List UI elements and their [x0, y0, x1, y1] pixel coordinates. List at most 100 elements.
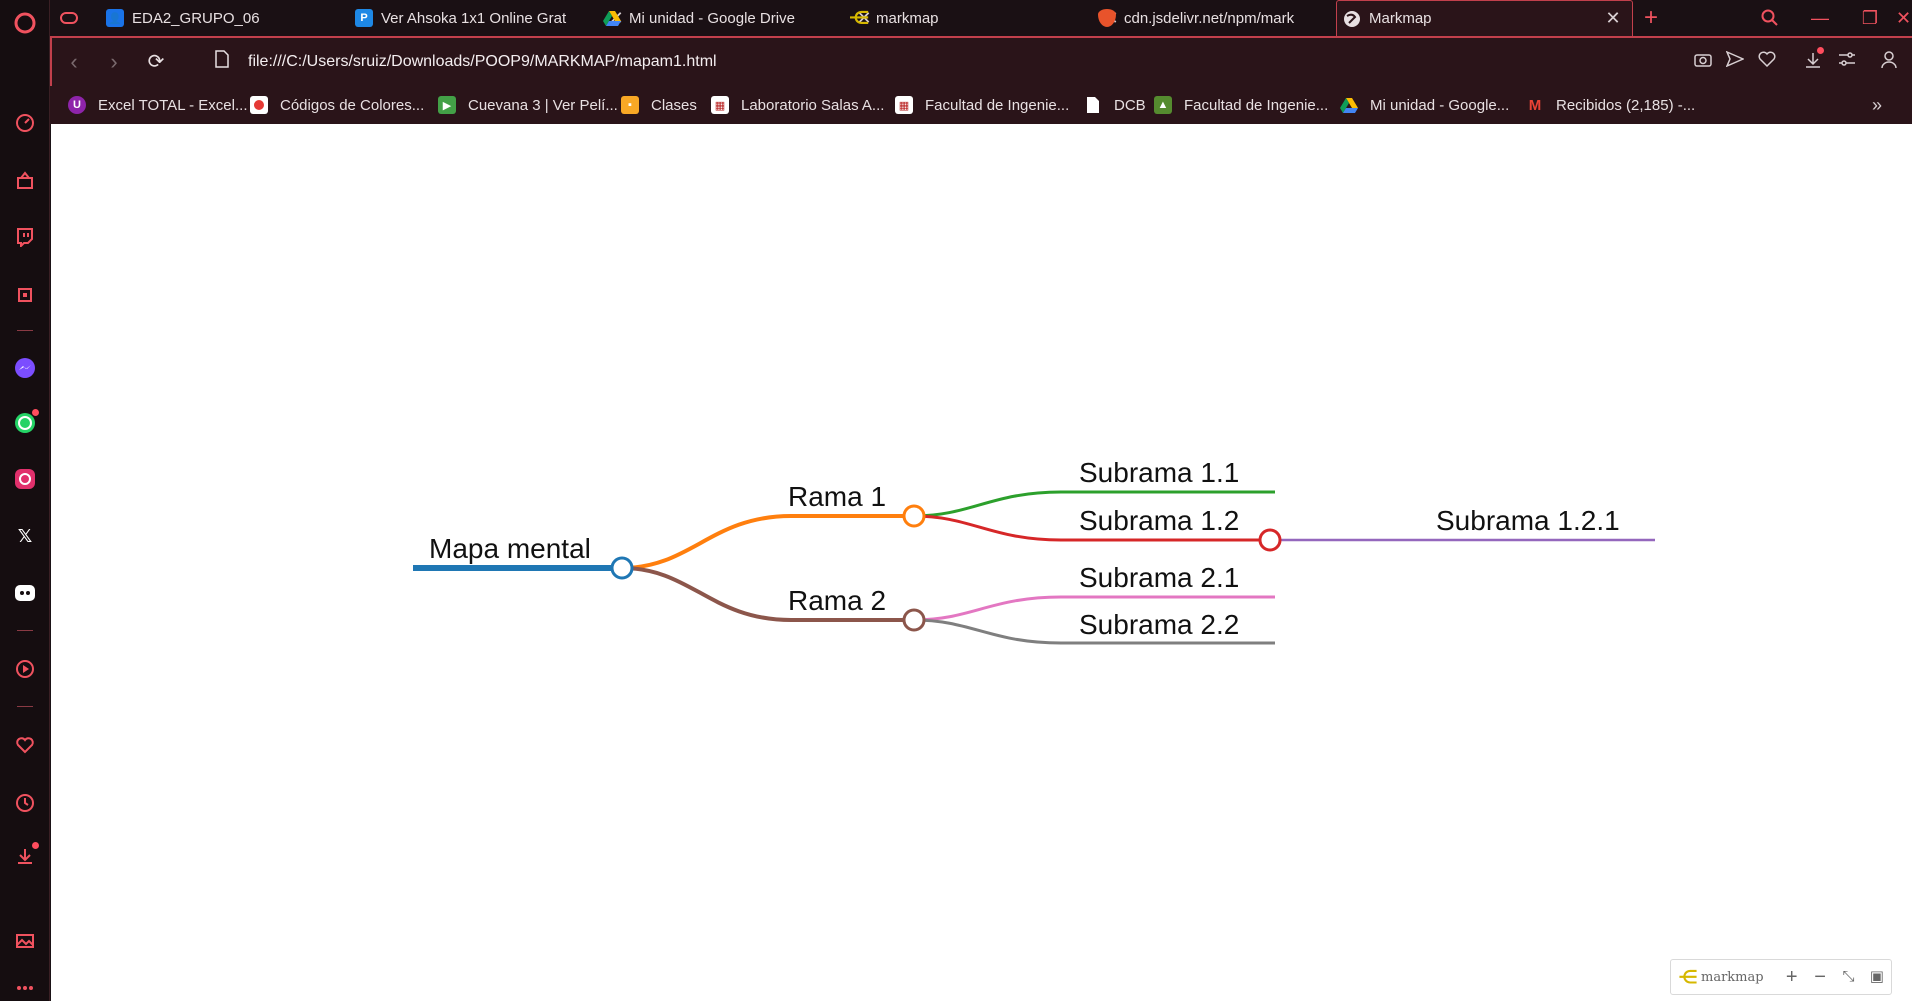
node-branch2-label[interactable]: Rama 2 — [788, 585, 886, 616]
bookmark-item[interactable]: U Excel TOTAL - Excel... — [68, 95, 248, 115]
classroom-icon: ▪ — [621, 96, 639, 114]
bookmark-label: Cuevana 3 | Ver Pelí... — [468, 96, 618, 114]
bookmark-item[interactable]: M Recibidos (2,185) -... — [1526, 95, 1695, 115]
camera-icon[interactable] — [1692, 51, 1714, 73]
google-drive-icon — [1340, 96, 1358, 114]
gmail-icon: M — [1528, 96, 1542, 114]
search-tabs-icon[interactable] — [1745, 0, 1795, 36]
tab-title: cdn.jsdelivr.net/npm/mark — [1124, 9, 1295, 27]
bookmark-item[interactable]: ▶ Cuevana 3 | Ver Pelí... — [438, 95, 618, 115]
shield-icon — [1098, 9, 1116, 27]
node-sub121-label[interactable]: Subrama 1.2.1 — [1436, 505, 1620, 536]
unam-icon: ▦ — [895, 96, 913, 114]
forward-button[interactable]: › — [110, 49, 118, 74]
discord-icon[interactable] — [12, 580, 38, 606]
node-root-label[interactable]: Mapa mental — [429, 533, 591, 564]
node-branch1-label[interactable]: Rama 1 — [788, 481, 886, 512]
bookmark-label: Clases — [651, 96, 697, 114]
bookmark-item[interactable]: DCB — [1084, 95, 1146, 115]
opera-gx-logo-icon[interactable] — [12, 10, 38, 36]
unam-icon: ▦ — [711, 96, 729, 114]
more-options-icon[interactable] — [12, 980, 38, 996]
notification-dot — [1817, 47, 1824, 54]
markmap-brand-label: markmap — [1701, 969, 1764, 985]
root-fold-toggle[interactable] — [610, 556, 634, 580]
send-icon[interactable] — [1724, 50, 1746, 73]
branch1-fold-toggle[interactable] — [902, 504, 926, 528]
node-sub11-label[interactable]: Subrama 1.1 — [1079, 457, 1239, 488]
markmap-brand-link[interactable]: ⋲ markmap — [1679, 967, 1764, 988]
classroom-icon: 👤 — [106, 9, 124, 27]
easy-setup-icon[interactable] — [1836, 51, 1858, 73]
edge-branch2-sub22 — [913, 618, 1275, 645]
bookmarks-bar: U Excel TOTAL - Excel... Códigos de Colo… — [50, 86, 1912, 124]
bookmark-item[interactable]: ▦ Laboratorio Salas A... — [711, 95, 884, 115]
favorite-heart-icon[interactable] — [1756, 51, 1778, 73]
instagram-icon[interactable] — [12, 466, 38, 492]
zoom-in-button[interactable]: + — [1785, 966, 1798, 988]
gx-corner-icon[interactable] — [12, 168, 38, 194]
sidebar-divider — [17, 630, 33, 631]
sub12-fold-toggle[interactable] — [1258, 528, 1282, 552]
profile-icon[interactable] — [1878, 51, 1900, 73]
tab-title: Ver Ahsoka 1x1 Online Grat — [381, 9, 567, 27]
download-icon[interactable] — [12, 842, 39, 869]
new-tab-button[interactable]: + — [1643, 4, 1658, 31]
bookmark-item[interactable]: ▲ Facultad de Ingenie... — [1154, 95, 1328, 115]
close-window-button[interactable]: ✕ — [1895, 7, 1912, 28]
bookmark-label: Excel TOTAL - Excel... — [98, 96, 248, 114]
address-bar-row: ‹ › ⟳ file:///C:/Users/sruiz/Downloads/P… — [50, 36, 1912, 86]
tab-title: Markmap — [1369, 10, 1432, 27]
bookmark-label: Mi unidad - Google... — [1370, 96, 1510, 114]
edge-branch2-sub21 — [913, 595, 1275, 622]
toggle-recursive-button[interactable]: ▣ — [1869, 968, 1884, 985]
gallery-icon[interactable] — [12, 928, 38, 954]
tab-title: markmap — [876, 9, 939, 27]
node-sub22-label[interactable]: Subrama 2.2 — [1079, 609, 1239, 640]
tab-markmap-active[interactable]: Markmap ✕ — [1336, 0, 1633, 36]
bookmark-item[interactable]: Códigos de Colores... — [250, 95, 424, 115]
file-icon — [1084, 96, 1102, 114]
back-button[interactable]: ‹ — [70, 49, 78, 74]
branch2-fold-toggle[interactable] — [902, 608, 926, 632]
whatsapp-icon[interactable] — [12, 409, 39, 436]
player-icon[interactable] — [12, 656, 38, 682]
bookmark-item[interactable]: Mi unidad - Google... — [1340, 95, 1509, 115]
url-field[interactable]: file:///C:/Users/sruiz/Downloads/POOP9/M… — [248, 53, 717, 70]
downloads-icon[interactable] — [1802, 47, 1824, 73]
close-icon[interactable]: ✕ — [1605, 8, 1621, 28]
heart-icon[interactable] — [12, 732, 38, 758]
bookmark-item[interactable]: ▪ Clases — [621, 95, 697, 115]
bookmark-label: Laboratorio Salas A... — [741, 96, 885, 114]
zoom-out-button[interactable]: − — [1814, 966, 1826, 988]
twitch-icon[interactable] — [12, 224, 38, 250]
fit-window-button[interactable]: ⤡ — [1842, 968, 1855, 985]
tab-google-drive[interactable]: Mi unidad - Google Drive ✕ — [603, 0, 883, 36]
messenger-icon[interactable] — [12, 355, 38, 381]
red-square-icon — [250, 96, 268, 114]
node-sub21-label[interactable]: Subrama 2.1 — [1079, 562, 1239, 593]
game-controller-icon — [60, 9, 78, 27]
history-clock-icon[interactable] — [12, 790, 38, 816]
markmap-logo-icon: ⋲ — [1679, 966, 1697, 988]
node-sub12-label[interactable]: Subrama 1.2 — [1079, 505, 1239, 536]
edge-root-branch1 — [621, 514, 914, 570]
bookmarks-overflow-icon[interactable]: » — [1872, 94, 1883, 115]
tab-gx-games[interactable] — [60, 0, 100, 36]
minimize-button[interactable]: — — [1811, 7, 1829, 28]
tab-strip: 👤 EDA2_GRUPO_06 ✕ P Ver Ahsoka 1x1 Onlin… — [50, 0, 1912, 36]
edge-branch1-sub11 — [913, 490, 1275, 518]
chip-icon[interactable] — [12, 282, 38, 308]
tab-ahsoka[interactable]: P Ver Ahsoka 1x1 Online Grat ✕ — [355, 0, 635, 36]
bookmark-item[interactable]: ▦ Facultad de Ingenie... — [895, 95, 1069, 115]
x-twitter-icon[interactable]: 𝕏 — [17, 525, 33, 546]
close-icon[interactable]: ✕ — [856, 7, 872, 28]
tab-markmap-home[interactable]: ⋲ markmap ✕ — [850, 0, 1130, 36]
restore-button[interactable]: ❐ — [1861, 7, 1879, 28]
tab-title: Mi unidad - Google Drive — [629, 9, 795, 27]
p-icon: P — [355, 9, 373, 27]
reload-button[interactable]: ⟳ — [147, 51, 165, 73]
tab-eda2-grupo[interactable]: 👤 EDA2_GRUPO_06 ✕ — [106, 0, 386, 36]
speedometer-icon[interactable] — [12, 110, 38, 136]
play-icon: ▶ — [438, 96, 456, 114]
